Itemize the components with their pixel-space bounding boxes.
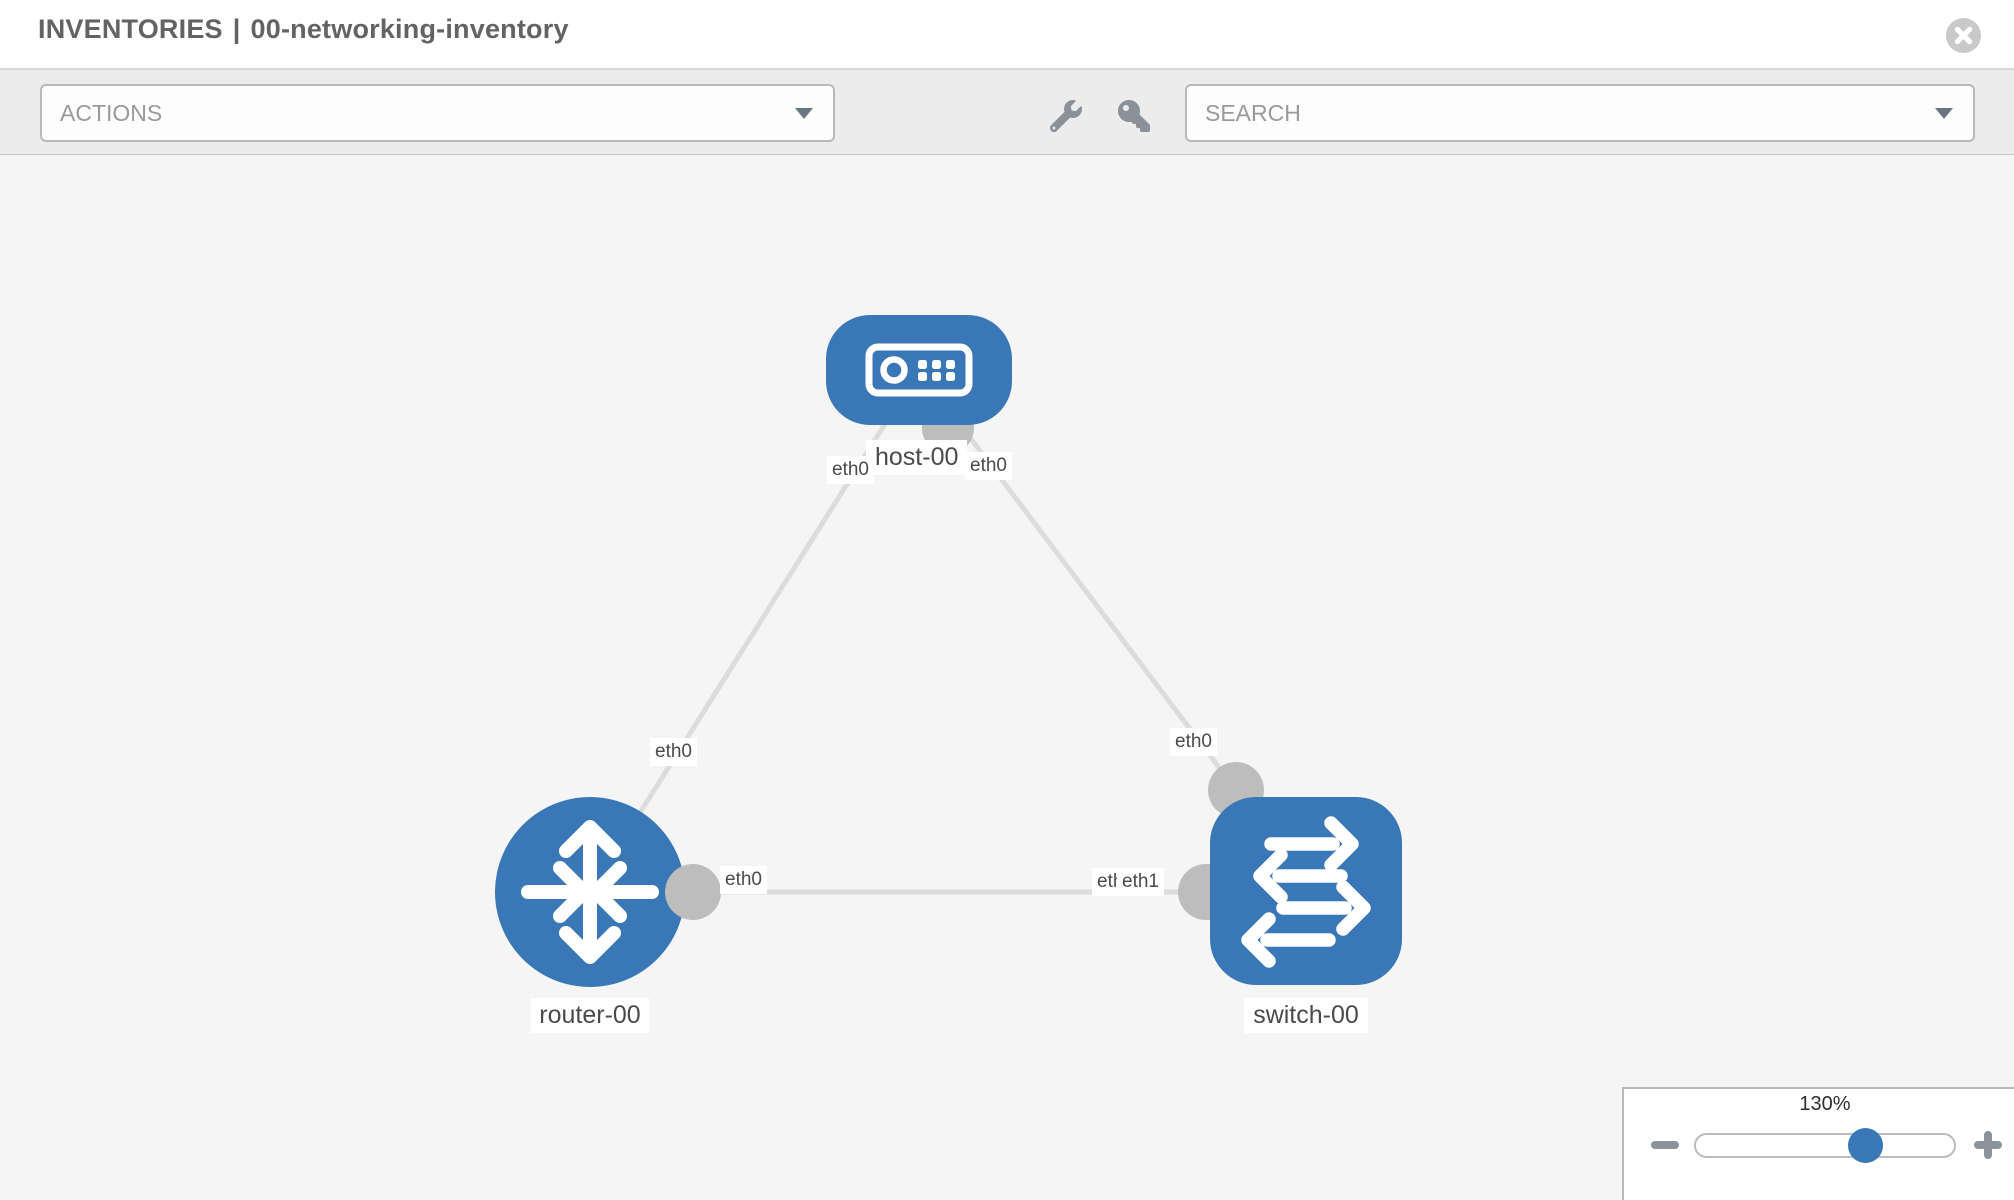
interface-label-router-eth0: eth0 [720, 866, 767, 894]
interface-label-router-eth0-uplink: eth0 [650, 738, 697, 766]
chevron-down-icon [1935, 108, 1953, 119]
wrench-glyph [1050, 100, 1082, 132]
zoom-level-value: 130% [1799, 1093, 1851, 1115]
interface-label-host-eth0-left: eth0 [827, 456, 874, 484]
key-icon[interactable] [1114, 96, 1154, 136]
switch-icon [1241, 816, 1371, 968]
router-icon [521, 820, 659, 964]
header-bar: INVENTORIES | 00-networking-inventory [0, 0, 2014, 70]
actions-dropdown-label: ACTIONS [60, 99, 163, 126]
zoom-panel: 130% [1622, 1087, 2014, 1200]
zoom-in-plus-icon[interactable] [1974, 1131, 2002, 1159]
node-label-host-00: host-00 [866, 440, 968, 475]
close-x-glyph [1954, 26, 1973, 45]
interface-label-switch-eth1: eth1 [1117, 868, 1164, 896]
topology-canvas[interactable]: host-00 router-00 switch-00 eth0 eth0 et… [0, 155, 2014, 1200]
link-host-switch[interactable] [917, 368, 1238, 792]
host-icon [865, 343, 973, 397]
zoom-out-minus-icon[interactable] [1651, 1141, 1679, 1149]
page-title-separator: | [232, 14, 241, 44]
page-title-section: INVENTORIES [38, 14, 223, 44]
zoom-slider-handle[interactable] [1848, 1128, 1883, 1163]
node-router-00[interactable] [495, 797, 685, 987]
topology-graph [495, 315, 1402, 987]
chevron-down-icon [795, 108, 813, 119]
node-label-switch-00: switch-00 [1244, 998, 1368, 1033]
node-label-router-00: router-00 [530, 998, 650, 1033]
search-dropdown-label: SEARCH [1205, 99, 1301, 126]
port-router-eth0 [665, 864, 721, 920]
inventory-name: 00-networking-inventory [250, 14, 569, 44]
toolbar: ACTIONS SEARCH [0, 70, 2014, 155]
zoom-slider-track[interactable] [1694, 1133, 1956, 1158]
interface-label-host-eth0-right: eth0 [965, 452, 1012, 480]
interface-label-switch-eth0: eth0 [1170, 728, 1217, 756]
actions-dropdown[interactable]: ACTIONS [40, 84, 835, 142]
wrench-icon[interactable] [1046, 96, 1086, 136]
search-dropdown[interactable]: SEARCH [1185, 84, 1975, 142]
close-icon[interactable] [1946, 18, 1981, 53]
key-glyph [1118, 100, 1150, 132]
page-title: INVENTORIES | 00-networking-inventory [38, 14, 569, 45]
node-host-00[interactable] [826, 315, 1012, 425]
node-switch-00[interactable] [1210, 797, 1402, 985]
